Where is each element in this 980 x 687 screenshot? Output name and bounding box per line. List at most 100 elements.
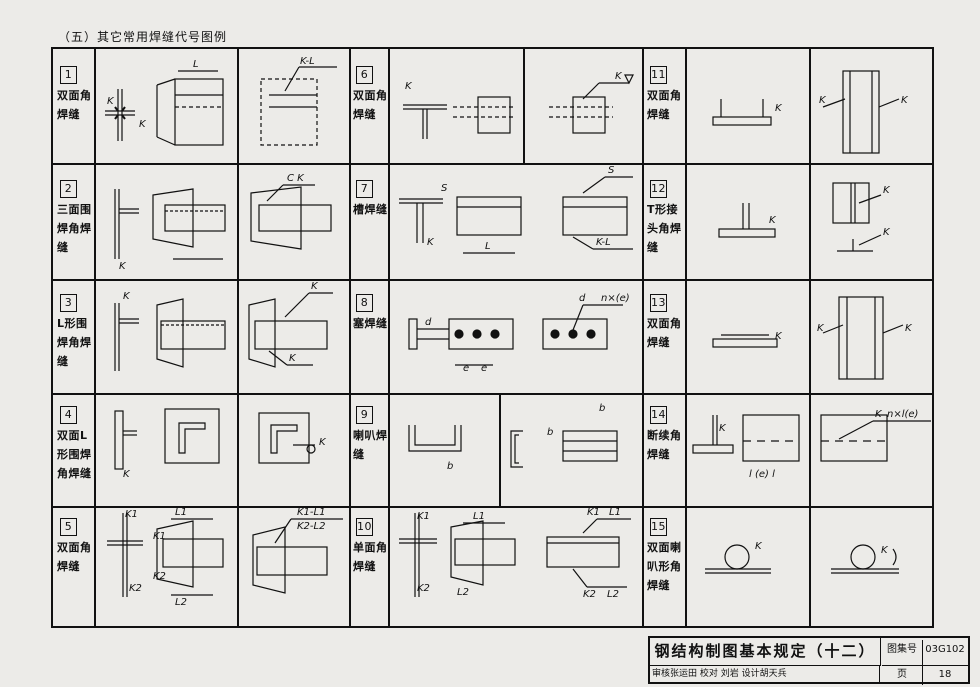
- label-k2: K2: [583, 589, 596, 600]
- label-d: d: [579, 293, 586, 304]
- sketch-cell2-section: K: [114, 189, 139, 272]
- cell-name: 槽焊缝: [353, 203, 388, 216]
- sketch-cell7-plan: L: [456, 196, 522, 254]
- label-k1: K1: [125, 509, 138, 520]
- cell-number: 13: [650, 294, 667, 312]
- sketch-cell3-plan: [156, 298, 226, 368]
- cell-label-11: 11 双面角焊缝: [647, 65, 683, 124]
- cell-label-2: 2 三面围焊角焊缝: [57, 179, 93, 257]
- col-divider: [809, 49, 811, 626]
- label-s: S: [608, 165, 615, 176]
- page-number: 18: [938, 669, 952, 680]
- sketch-cell5-section: K1 K2: [107, 509, 143, 597]
- sketch-cell9-symbol: b b: [510, 403, 618, 468]
- label-k: K: [427, 237, 435, 248]
- sketch-cell13-plan: K K: [817, 296, 913, 380]
- col-divider: [523, 49, 525, 163]
- cell-name: 双面角焊缝: [57, 89, 92, 121]
- cell-label-3: 3 L形围焊角焊缝: [57, 293, 93, 371]
- sketch-cell6-symbol: K: [549, 71, 634, 134]
- label-k: K: [905, 323, 913, 334]
- sketch-cell12-plan: K K: [832, 182, 891, 252]
- label-k: K: [819, 95, 827, 106]
- label-l1: L1: [175, 507, 187, 518]
- label-k: K: [139, 119, 147, 130]
- label-k: K: [615, 71, 623, 82]
- sketch-cell5-symbol: K1-L1 K2-L2: [252, 507, 343, 594]
- cell-label-6: 6 双面角焊缝: [353, 65, 389, 124]
- sketch-cell6-plan: [453, 96, 513, 134]
- label-k: K: [817, 323, 825, 334]
- sketch-cell11-section: K: [712, 99, 783, 126]
- cell-number: 4: [60, 406, 77, 424]
- sketch-cell8-symbol: d n×(e): [542, 293, 630, 350]
- cell-label-7: 7 槽焊缝: [353, 179, 389, 219]
- label-b: b: [547, 427, 553, 438]
- sketch-cell14-section: K: [692, 415, 734, 454]
- col-divider: [388, 49, 390, 626]
- sketch-cell7-symbol: S K-L: [562, 165, 633, 250]
- label-l2: L2: [607, 589, 619, 600]
- label-n-e: n×(e): [601, 293, 630, 304]
- label-k: K: [119, 261, 127, 272]
- sketch-cell1-plan: L: [156, 59, 224, 146]
- label-l2: L2: [457, 587, 469, 598]
- row-divider: [53, 506, 932, 508]
- cell-number: 7: [356, 180, 373, 198]
- label-k: K: [289, 353, 297, 364]
- label-e: e: [463, 363, 469, 374]
- label-k: K: [123, 469, 131, 480]
- label-l1: L1: [609, 507, 621, 518]
- sketch-cell2-plan: [152, 188, 226, 260]
- sketch-cell14-plan: l (e) l: [742, 414, 800, 480]
- cell-name: 双面喇叭形角焊缝: [647, 541, 682, 592]
- cell-label-14: 14 断续角焊缝: [647, 405, 683, 464]
- sketch-cell8-plan: e e: [448, 318, 514, 374]
- cell-name: 双面L形围焊角焊缝: [57, 429, 92, 480]
- sketch-cell1-symbol: K-L: [260, 56, 337, 146]
- label-l-e-l: l (e) l: [749, 469, 775, 480]
- cell-label-10: 10 单面角焊缝: [353, 517, 389, 576]
- sketch-cell5-plan: L1 L2 K1 K2: [153, 507, 224, 608]
- col-divider: [499, 393, 501, 506]
- col-divider: [685, 49, 687, 626]
- sketch-cell7-section: S K: [399, 183, 448, 248]
- row-divider: [53, 393, 932, 395]
- label-k1: K1: [417, 511, 430, 522]
- col-divider: [642, 49, 644, 626]
- cell-name: 双面角焊缝: [57, 541, 92, 573]
- weld-symbol-table: 1 双面角焊缝 6 双面角焊缝 11 双面角焊缝 2 三面围焊角焊缝 7 槽焊缝…: [51, 47, 934, 628]
- section-caption: （五）其它常用焊缝代号图例: [58, 30, 228, 44]
- sketch-cell3-section: K: [114, 291, 139, 371]
- cell-number: 2: [60, 180, 77, 198]
- cell-name: 断续角焊缝: [647, 429, 682, 461]
- cell-number: 6: [356, 66, 373, 84]
- label-k1: K1: [153, 531, 166, 542]
- label-k: K: [311, 281, 319, 292]
- cell-name: 双面角焊缝: [647, 89, 682, 121]
- cell-label-9: 9 喇叭焊缝: [353, 405, 389, 464]
- sketch-cell4-section: K: [114, 410, 137, 480]
- sketch-cell2-symbol: C K: [250, 173, 332, 250]
- col-divider: [237, 49, 239, 626]
- sketch-cell11-plan: K K: [819, 70, 909, 154]
- label-k: K: [123, 291, 131, 302]
- label-k: K: [881, 545, 889, 556]
- sketch-cell10-section: K1 K2: [399, 511, 437, 597]
- cell-number: 5: [60, 518, 77, 536]
- label-b: b: [599, 403, 605, 414]
- cell-label-13: 13 双面角焊缝: [647, 293, 683, 352]
- col-divider: [349, 49, 351, 626]
- page-label: 页: [882, 665, 923, 685]
- label-k: K: [875, 409, 883, 420]
- cell-number: 1: [60, 66, 77, 84]
- cell-name: 喇叭焊缝: [353, 429, 388, 461]
- label-d: d: [425, 317, 432, 328]
- cell-number: 14: [650, 406, 667, 424]
- label-k: K: [107, 96, 115, 107]
- label-k: K: [755, 541, 763, 552]
- sketch-cell15-symbol: K: [831, 544, 899, 574]
- cell-name: 塞焊缝: [353, 317, 388, 330]
- row-divider: [53, 163, 932, 165]
- label-k: K: [719, 423, 727, 434]
